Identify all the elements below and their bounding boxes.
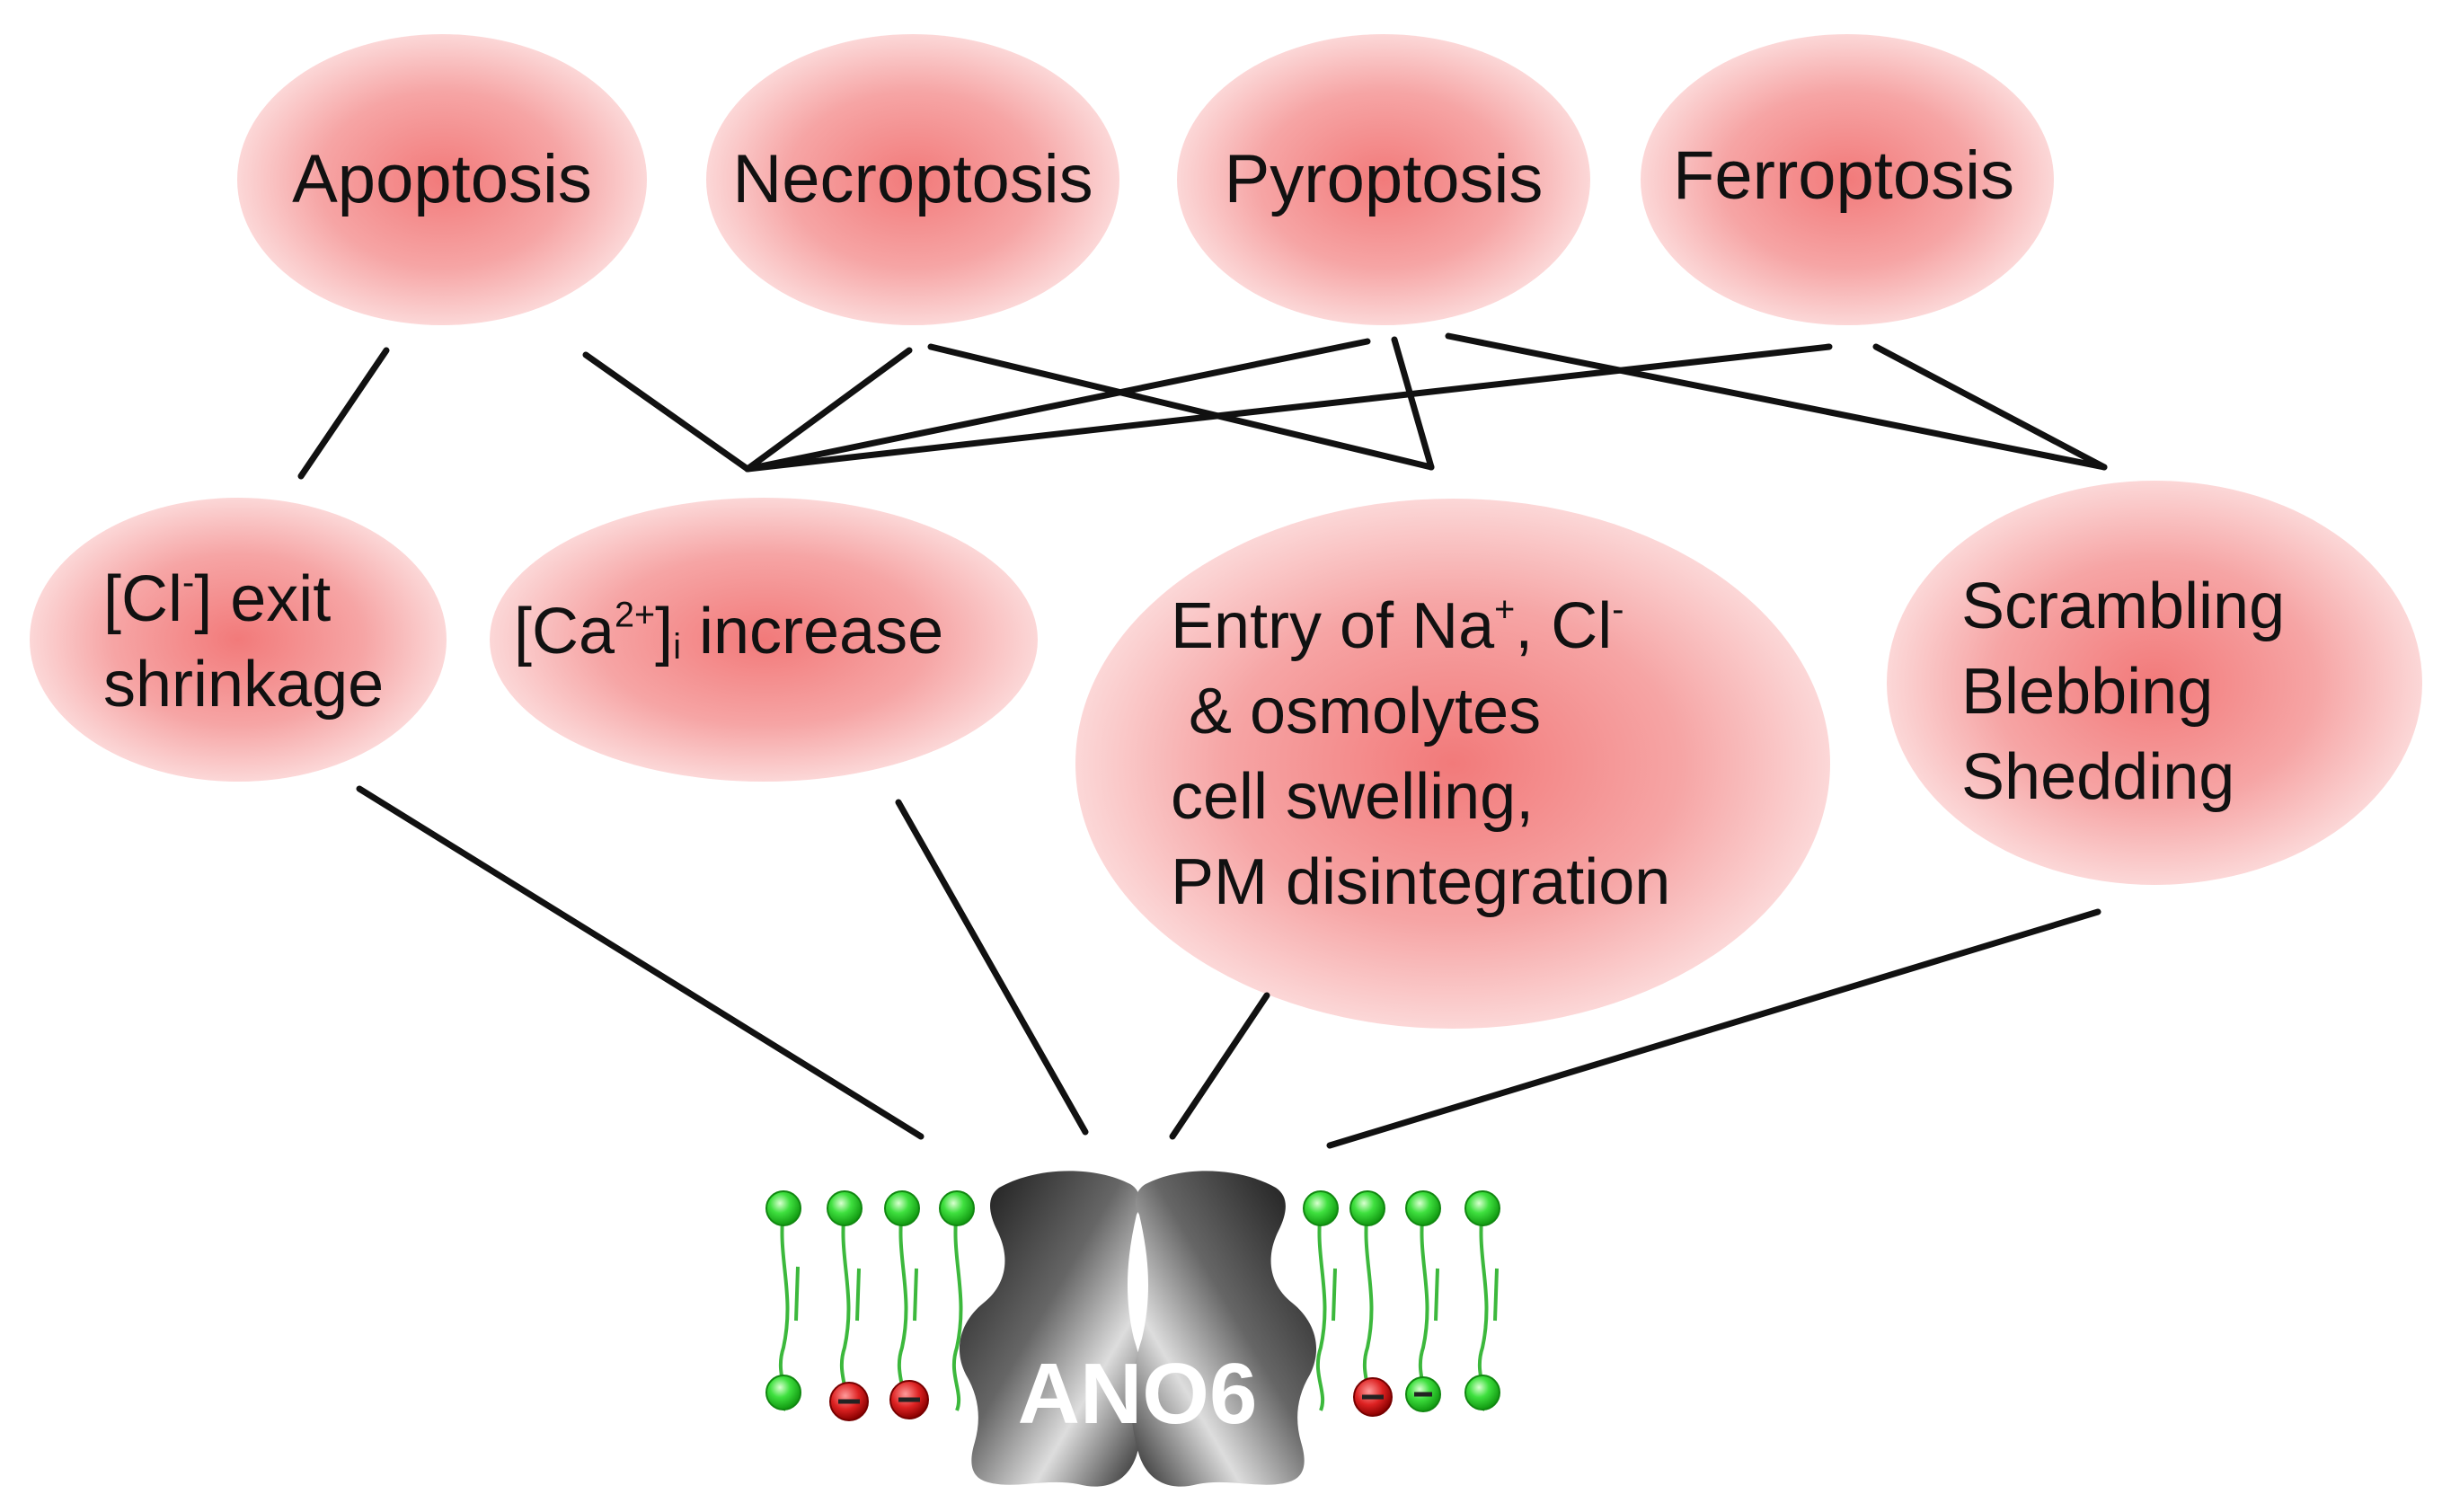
ferroptosis-label: Ferroptosis [1672,137,2015,214]
apoptosis-ellipse [237,34,647,325]
mechanism-connectors [356,785,2101,1149]
apoptosis-label: Apoptosis [292,141,592,217]
lipid-head [765,1190,801,1226]
scrambling-line3: Shedding [1961,741,2235,814]
connector-line [356,785,925,1140]
entry-line3: cell swelling, [1171,761,1535,834]
lipid-head [827,1190,863,1226]
entry-line1: Entry of Na+, Cl- [1171,589,1624,662]
ano6-left-subunit [959,1171,1146,1487]
scrambling-line2: Blebbing [1961,656,2214,729]
cl-exit-ellipse [30,498,447,782]
necroptosis-ellipse [706,34,1119,325]
connector-line [1445,332,2108,471]
lipid-head [1464,1190,1500,1226]
lipid-head [1464,1375,1500,1410]
scrambling-line1: Scrambling [1961,570,2286,642]
lipid-heads-bottom [765,1375,1500,1421]
ano6-label: ANO6 [1017,1346,1258,1442]
lipid-head [884,1190,920,1226]
entry-label: Entry of Na+, Cl- & osmolytes cell swell… [1171,584,1670,925]
connector-line [1326,908,2101,1149]
lipid-head [1349,1190,1385,1226]
necroptosis-label: Necroptosis [732,141,1093,217]
lipid-head [939,1190,975,1226]
pyroptosis-label: Pyroptosis [1224,141,1544,217]
death-type-connectors [297,332,2108,480]
lipid-bilayer [765,1190,1500,1421]
lipid-head [1303,1190,1339,1226]
connector-line [582,351,751,473]
connector-line [1391,336,1435,471]
entry-line2: & osmolytes [1171,676,1542,748]
lipid-head [1405,1190,1441,1226]
ferroptosis-ellipse [1641,34,2054,325]
cl-exit-line2: shrinkage [103,649,385,721]
pyroptosis-ellipse [1177,34,1590,325]
connector-line [297,347,390,480]
lipid-head [765,1375,801,1410]
cl-exit-label: [Cl-] exit shrinkage [103,557,384,728]
ano6-protein [959,1171,1317,1487]
connector-line [895,799,1089,1136]
cl-exit-line1: [Cl-] exit [103,562,332,635]
connector-line [744,338,1371,473]
minus-signs [838,1392,1432,1404]
connector-line [744,343,1833,473]
entry-line4: PM disintegration [1171,846,1671,919]
connector-line [1169,992,1270,1140]
connector-line [1872,343,2108,471]
connector-line [927,343,1435,471]
ca-increase-label: [Ca2+]i increase [514,595,944,668]
entry-ellipse [1075,499,1830,1029]
ano6-right-subunit [1130,1171,1317,1487]
lipid-heads-top [765,1190,1500,1226]
scrambling-ellipse [1887,481,2422,885]
scrambling-label: Scrambling Blebbing Shedding [1961,564,2285,820]
ca-increase-ellipse [490,498,1038,782]
connector-line [744,347,913,473]
